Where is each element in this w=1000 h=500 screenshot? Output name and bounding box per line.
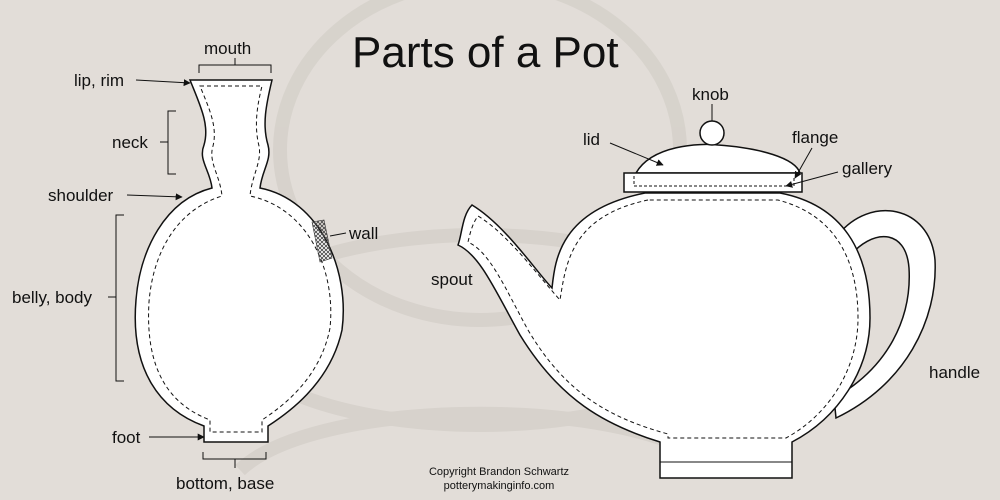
shoulder-arrow bbox=[126, 193, 183, 201]
lid-arrow bbox=[609, 142, 664, 166]
flange-arrow bbox=[794, 147, 813, 179]
gallery-label: gallery bbox=[842, 159, 893, 178]
vase bbox=[134, 79, 344, 443]
website-line: potterymakinginfo.com bbox=[443, 480, 555, 492]
teapot-inner-wall bbox=[467, 199, 859, 439]
flange-label: flange bbox=[792, 128, 839, 147]
foot-label: foot bbox=[112, 428, 141, 447]
page-title: Parts of a Pot bbox=[352, 28, 619, 77]
bottom-bracket bbox=[202, 452, 267, 468]
vase-inner-wall bbox=[148, 85, 332, 433]
teapot-body-spout bbox=[457, 192, 871, 479]
teapot-handle bbox=[833, 210, 936, 420]
wall-hatch bbox=[311, 219, 333, 263]
vase-outline bbox=[134, 79, 344, 443]
lid-flange bbox=[633, 176, 795, 187]
belly-label: belly, body bbox=[12, 288, 93, 307]
teapot-lid bbox=[634, 143, 802, 174]
wall-label: wall bbox=[349, 224, 379, 243]
bottom-label: bottom, base bbox=[176, 474, 275, 493]
wall-leader bbox=[329, 232, 347, 237]
neck-bracket bbox=[160, 110, 176, 175]
teapot-knob bbox=[699, 120, 725, 146]
shoulder-label: shoulder bbox=[48, 186, 114, 205]
lip-label: lip, rim bbox=[74, 71, 125, 90]
teapot bbox=[457, 120, 936, 479]
gallery-arrow bbox=[785, 171, 839, 188]
mouth-bracket bbox=[198, 58, 272, 73]
neck-label: neck bbox=[112, 133, 148, 152]
lip-arrow bbox=[135, 79, 191, 87]
lid-label: lid bbox=[583, 130, 601, 149]
spout-label: spout bbox=[431, 270, 473, 289]
belly-bracket bbox=[108, 214, 124, 382]
copyright-line: Copyright Brandon Schwartz bbox=[428, 466, 569, 478]
knob-label: knob bbox=[692, 85, 729, 104]
teapot-gallery-band bbox=[623, 172, 803, 193]
copyright-notice: Copyright Brandon Schwartz potterymaking… bbox=[408, 465, 590, 493]
handle-label: handle bbox=[929, 363, 981, 382]
mouth-label: mouth bbox=[204, 39, 252, 58]
